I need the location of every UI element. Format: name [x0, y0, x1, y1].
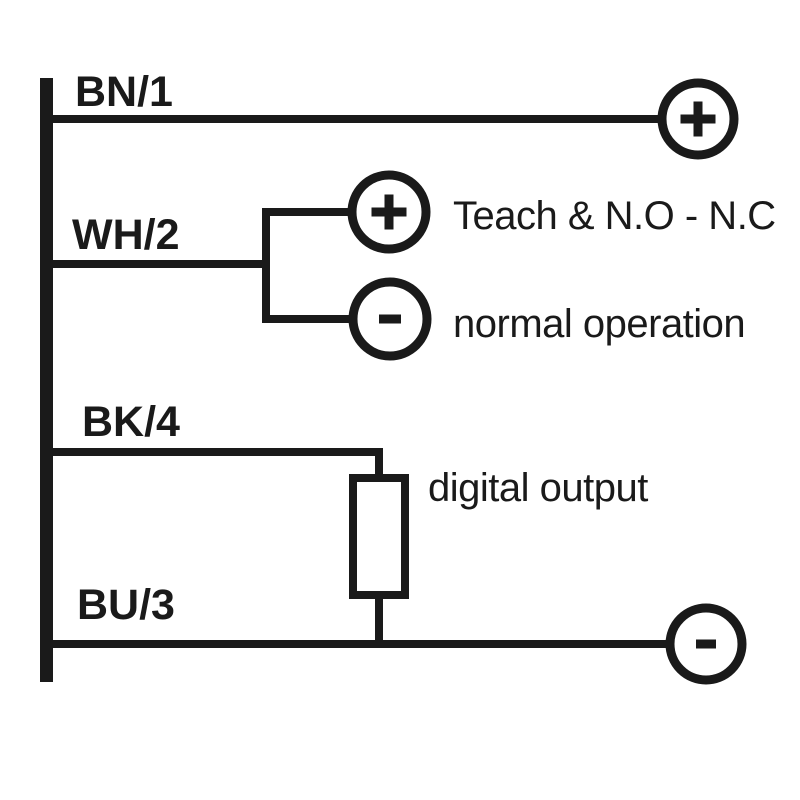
wire-bu3 — [53, 640, 670, 648]
plus-icon — [371, 194, 407, 230]
wire-wh2 — [53, 260, 270, 268]
minus-icon — [696, 639, 716, 649]
wh2-branch-bottom — [262, 315, 354, 323]
wire-bk4 — [53, 448, 383, 456]
annotation-normal-operation: normal operation — [453, 302, 745, 346]
plus-icon — [680, 101, 716, 137]
terminal-supply-minus — [665, 603, 747, 685]
load-resistor — [349, 474, 409, 599]
load-to-bu3-vertical — [375, 595, 383, 646]
annotation-digital-output: digital output — [428, 466, 648, 510]
wire-label-bu3: BU/3 — [77, 581, 175, 629]
wire-bn1 — [53, 115, 662, 123]
annotation-teach: Teach & N.O - N.C — [453, 194, 776, 238]
bus-bar — [40, 78, 53, 682]
bk4-drop-vertical — [375, 448, 383, 482]
terminal-normal-minus — [348, 277, 432, 361]
terminal-teach-plus — [347, 170, 431, 254]
wire-label-wh2: WH/2 — [72, 211, 180, 259]
minus-icon — [379, 314, 401, 324]
wire-label-bn1: BN/1 — [75, 68, 173, 116]
wh2-branch-vertical — [262, 208, 270, 323]
terminal-supply-plus — [657, 78, 739, 160]
wh2-branch-top — [262, 208, 353, 216]
wire-label-bk4: BK/4 — [82, 398, 180, 446]
